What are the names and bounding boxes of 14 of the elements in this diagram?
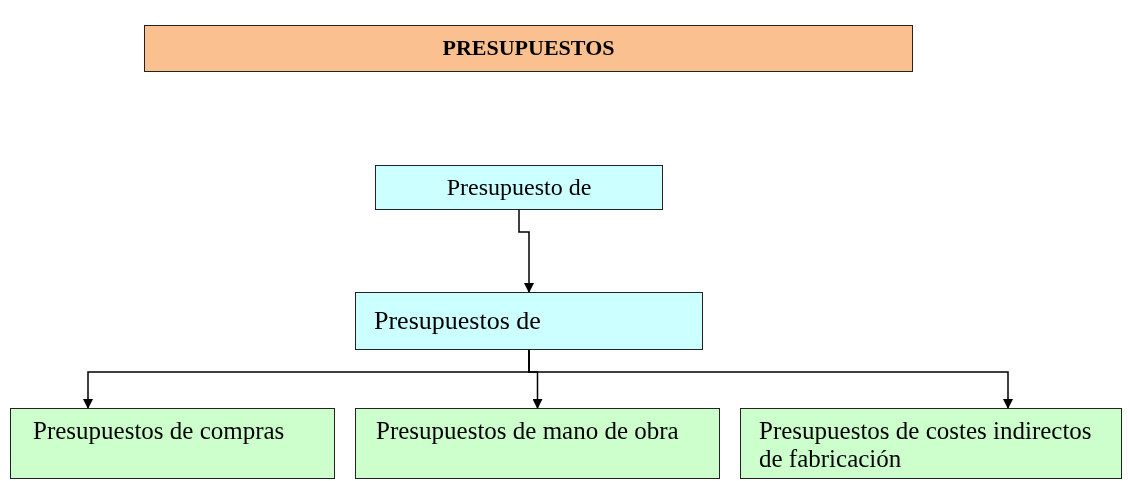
process-box (740, 408, 1122, 479)
process-box (355, 292, 703, 350)
title-box (144, 25, 913, 72)
box-label: Presupuestos de compras (33, 417, 285, 445)
process-box (355, 408, 720, 479)
box-label: Presupuesto de (446, 174, 592, 201)
arrow (518, 209, 534, 293)
process-box (375, 165, 663, 210)
process-box (10, 408, 335, 479)
arrow (528, 349, 1013, 409)
box-label: Presupuestos de (374, 307, 541, 336)
title-text: PRESUPUESTOS (442, 36, 615, 61)
box-label: Presupuestos de mano de obra (376, 417, 679, 445)
box-label: Presupuestos de costes indirectos de fabricación (759, 417, 1093, 472)
